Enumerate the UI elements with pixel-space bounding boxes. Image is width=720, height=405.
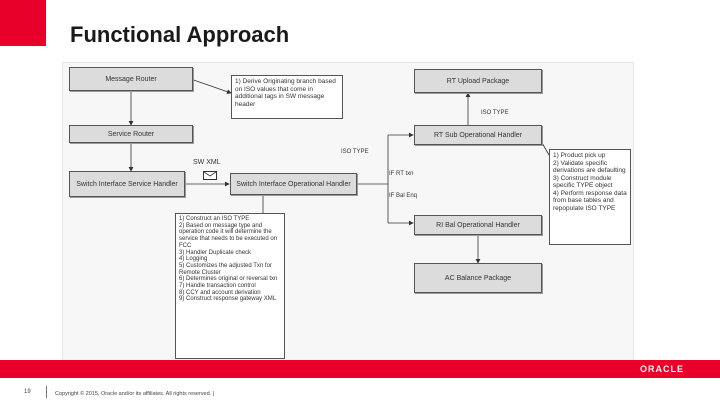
label-if-rt-txn: IF RT txn <box>389 171 414 177</box>
service-router-box: Service Router <box>69 125 193 143</box>
ri-bal-operational-handler-box: RI Bal Operational Handler <box>414 215 542 235</box>
copyright-text: Copyright © 2015, Oracle and/or its affi… <box>55 391 215 397</box>
page-number: 19 <box>24 389 31 395</box>
note-derive-branch: 1) Derive Originating branch based on IS… <box>231 75 343 119</box>
connector-lines <box>128 76 550 264</box>
switch-interface-service-handler-box: Switch Interface Service Handler <box>69 171 185 197</box>
line-right-note <box>540 140 550 156</box>
note-bottom-line-4: 4) Logging <box>179 256 208 263</box>
note-right-line-4: 4) Perform response data from base table… <box>553 189 627 212</box>
footer-bar <box>0 360 720 378</box>
note-bottom-line-7: 7) Handle transaction control <box>179 283 256 290</box>
envelope-icon <box>203 171 217 180</box>
note-right-line-3: 3) Construct module specific TYPE object <box>553 174 613 190</box>
note-bottom-line-1: 1) Construct an ISO TYPE <box>179 216 250 222</box>
slide-title: Functional Approach <box>70 22 290 47</box>
oracle-logo: ORACLE <box>640 364 684 374</box>
note-bottom-line-6: 6) Determines original or reversal txn <box>179 276 278 283</box>
switch-interface-operational-handler-box: Switch Interface Operational Handler <box>230 173 357 195</box>
brand-accent-tab <box>0 0 46 46</box>
note-right-line-2: 2) Validate specific derivations are def… <box>553 159 626 175</box>
rt-upload-package-box: RT Upload Package <box>414 69 542 93</box>
footer-divider <box>46 386 47 398</box>
note-bottom-line-9: 9) Construct response gateway XML <box>179 296 277 303</box>
ac-balance-package-box: AC Balance Package <box>414 263 542 293</box>
note-bottom-line-2: 2) Based on message type and operation c… <box>179 222 278 249</box>
note-right-line-1: 1) Product pick up <box>553 152 606 159</box>
note-bottom-line-8: 8) CCY and account derivation <box>179 289 261 296</box>
flow-diagram: Message Router Service Router Switch Int… <box>62 62 634 364</box>
note-bottom-line-3: 3) Handler Duplicate check <box>179 249 252 256</box>
label-if-bal-enq: IF Bal Enq <box>389 193 418 199</box>
label-iso-type: ISO TYPE <box>341 149 369 155</box>
note-bottom-line-5: 5) Customizes the adjusted Txn for Remot… <box>179 262 272 276</box>
label-iso-type-upload: ISO TYPE <box>481 110 509 116</box>
message-router-box: Message Router <box>69 67 193 91</box>
note-construct-iso-steps: 1) Construct an ISO TYPE 2) Based on mes… <box>175 213 285 359</box>
label-sw-xml: SW XML <box>193 159 221 166</box>
rt-sub-operational-handler-box: RT Sub Operational Handler <box>414 125 542 145</box>
note-product-steps: 1) Product pick up 2) Validate specific … <box>549 149 631 245</box>
